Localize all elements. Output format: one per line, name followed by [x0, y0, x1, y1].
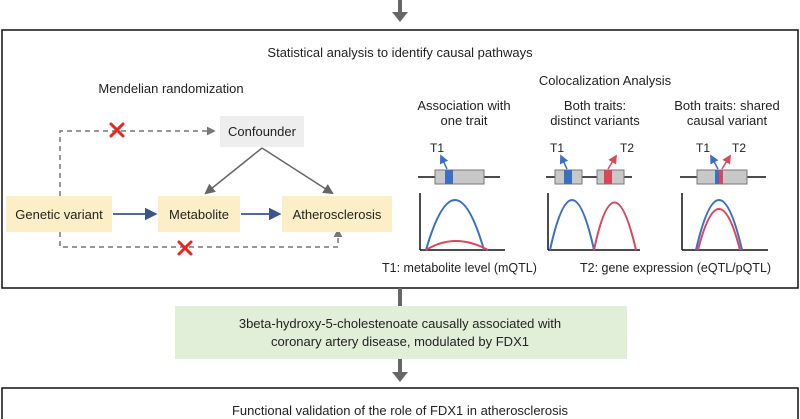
section-title: Statistical analysis to identify causal … — [267, 45, 533, 60]
panel-2-label-t1: T1 — [550, 141, 564, 155]
panel-3-label-t1: T1 — [696, 141, 710, 155]
result-box: 3beta-hydroxy-5-cholestenoate causally a… — [175, 306, 627, 359]
panel-2-label-t2: T2 — [620, 141, 634, 155]
coloc-panel-one-trait: Association with one trait T1 — [417, 98, 511, 251]
panel-3-heading-line2: causal variant — [687, 113, 768, 128]
coloc-title: Colocalization Analysis — [539, 73, 672, 88]
node-genetic-variant-label: Genetic variant — [15, 207, 103, 222]
bottom-title: Functional validation of the role of FDX… — [232, 403, 569, 418]
dashed-path-top — [59, 126, 216, 196]
node-metabolite: Metabolite — [158, 196, 240, 232]
node-atherosclerosis: Atherosclerosis — [282, 196, 392, 232]
dashed-path-bottom — [59, 228, 343, 248]
panel-2-curve-t2 — [593, 201, 637, 251]
coloc-panel-shared-variant: Both traits: shared causal variant T1 T2 — [674, 98, 780, 251]
arrow-confounder-to-atherosclerosis — [261, 147, 334, 195]
legend-t1: T1: metabolite level (mQTL) — [382, 261, 537, 275]
panel-1-heading-line2: one trait — [441, 113, 488, 128]
panel-3-curve-t2 — [697, 208, 741, 251]
panel-3-label-t2: T2 — [732, 141, 746, 155]
panel-2-curve-t1 — [549, 199, 595, 251]
node-genetic-variant: Genetic variant — [6, 196, 112, 232]
result-line-1: 3beta-hydroxy-5-cholestenoate causally a… — [239, 316, 561, 331]
validation-section-frame — [1, 387, 799, 419]
panel-1-label-t1: T1 — [430, 141, 444, 155]
flow-arrow-bottom — [392, 359, 408, 382]
panel-1-curve-t1 — [425, 199, 485, 251]
mr-title: Mendelian randomization — [98, 81, 243, 96]
panel-1-heading-line1: Association with — [417, 98, 510, 113]
analysis-section-frame — [1, 29, 799, 289]
panel-1-curve-t2 — [425, 240, 489, 251]
cross-icon-top — [109, 122, 125, 138]
panel-3-curve-t1 — [695, 199, 743, 251]
node-confounder-label: Confounder — [228, 124, 297, 139]
coloc-panel-distinct-variants: Both traits: distinct variants T1 T2 — [546, 98, 640, 251]
panel-2-heading-line1: Both traits: — [564, 98, 626, 113]
panel-3-heading-line1: Both traits: shared — [674, 98, 780, 113]
node-confounder: Confounder — [220, 116, 304, 147]
result-line-2: coronary artery disease, modulated by FD… — [271, 334, 529, 349]
arrow-confounder-to-metabolite — [204, 147, 263, 195]
panel-2-heading-line2: distinct variants — [550, 113, 640, 128]
node-metabolite-label: Metabolite — [169, 207, 229, 222]
cross-icon-bottom — [177, 240, 193, 256]
flow-arrow-top — [392, 0, 408, 22]
node-atherosclerosis-label: Atherosclerosis — [293, 207, 382, 222]
legend-t2: T2: gene expression (eQTL/pQTL) — [580, 261, 771, 275]
